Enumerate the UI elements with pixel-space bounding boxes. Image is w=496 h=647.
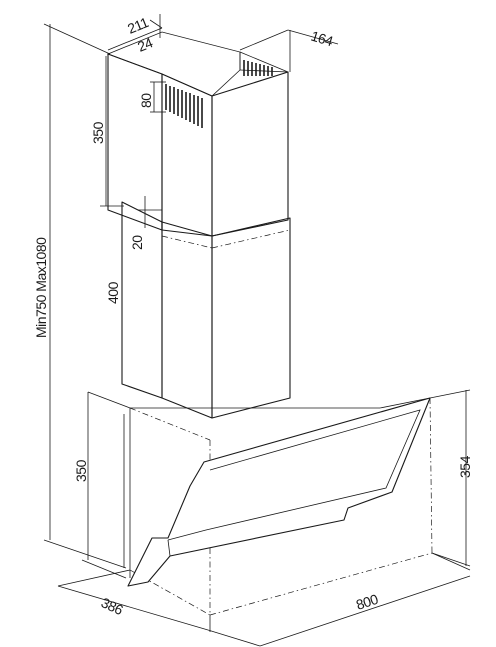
dim-overlap: 20 [129,235,145,250]
dim-top-depth: 211 [125,14,151,37]
dim-lower-chimney: 400 [105,281,121,304]
dim-hood-width: 800 [354,591,380,613]
upper-chimney [106,31,289,237]
dim-hood-depth: 386 [99,594,126,618]
vent-slots-front [165,84,203,128]
dim-hood-body: 350 [73,459,89,482]
dim-top-inset: 24 [135,34,155,55]
lower-chimney [121,201,291,419]
dim-vent-height: 80 [138,93,154,108]
glass-panel [127,397,431,587]
dim-top-width: 164 [309,28,335,50]
vent-slots-back [243,60,273,76]
dimension-lines [43,14,471,647]
dim-upper-chimney: 350 [90,121,106,144]
dim-glass-height: 354 [457,455,473,478]
dim-total-height: Min750 Max1080 [33,237,49,338]
